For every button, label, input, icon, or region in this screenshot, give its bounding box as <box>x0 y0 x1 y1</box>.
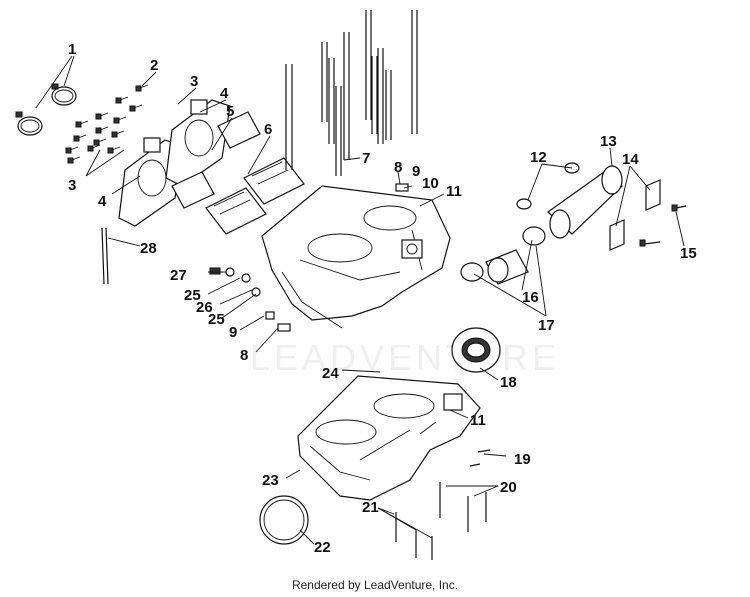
callout-11a: 11 <box>446 183 462 200</box>
footer-credit: Rendered by LeadVenture, Inc. <box>291 578 459 592</box>
callout-19: 19 <box>514 451 531 468</box>
callout-17: 17 <box>538 317 555 334</box>
hose-clamps-part <box>15 83 77 136</box>
oil-seal-part <box>451 327 501 373</box>
callout-6: 6 <box>264 121 272 138</box>
callout-4b: 4 <box>98 193 107 210</box>
callout-9b: 9 <box>229 324 237 341</box>
lower-crankcase-part <box>297 375 481 501</box>
lower-bolts <box>395 449 491 560</box>
callout-27: 27 <box>170 267 187 284</box>
leader-lines <box>35 55 685 545</box>
callout-26: 26 <box>196 299 213 316</box>
callout-14: 14 <box>622 151 639 168</box>
callout-3a: 3 <box>190 73 198 90</box>
callout-21: 21 <box>362 499 379 516</box>
callout-8a: 8 <box>394 159 402 176</box>
bolts-group <box>65 84 149 164</box>
reed-blocks <box>171 111 305 235</box>
brackets <box>609 179 687 251</box>
callout-5: 5 <box>226 103 234 120</box>
callout-7: 7 <box>362 150 370 167</box>
callout-18: 18 <box>500 374 517 391</box>
callout-20: 20 <box>500 479 517 496</box>
small-washers <box>209 267 261 297</box>
upper-crankcase-part <box>261 185 451 329</box>
callout-25b: 25 <box>208 311 225 328</box>
callout-25a: 25 <box>184 287 201 304</box>
studs-group <box>285 10 418 176</box>
callout-23: 23 <box>262 472 279 489</box>
dowel-pins <box>265 183 409 332</box>
reed-valve-plates <box>118 99 231 227</box>
o-ring-part <box>259 495 309 545</box>
callout-10: 10 <box>422 175 439 192</box>
callout-1: 1 <box>68 41 76 58</box>
callout-8b: 8 <box>240 347 248 364</box>
callout-4a: 4 <box>220 85 229 102</box>
callout-9a: 9 <box>412 163 420 180</box>
callout-2: 2 <box>150 57 158 74</box>
callout-24: 24 <box>322 365 339 382</box>
callout-3b: 3 <box>68 177 76 194</box>
callout-22: 22 <box>314 539 331 556</box>
callout-28: 28 <box>140 240 157 257</box>
callout-13: 13 <box>600 133 617 150</box>
intake-hoses <box>460 162 623 285</box>
callout-15: 15 <box>680 245 697 262</box>
callout-11b: 11 <box>470 412 486 429</box>
wire-part <box>101 227 109 285</box>
callout-12: 12 <box>530 149 547 166</box>
callout-16: 16 <box>522 289 539 306</box>
watermark-text: LEADVENTURE <box>250 337 560 378</box>
callout-labels: 1 2 3 3 4 4 5 6 7 8 9 10 11 12 13 14 15 … <box>68 41 697 556</box>
